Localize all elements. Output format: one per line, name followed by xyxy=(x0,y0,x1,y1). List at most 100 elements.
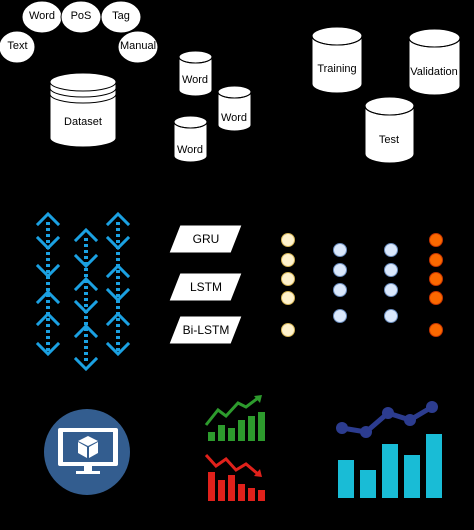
up-bar-4 xyxy=(238,420,245,441)
result-point-4 xyxy=(404,414,416,426)
chevron-3-5 xyxy=(105,311,131,327)
chevron-1-3 xyxy=(35,263,61,279)
down-bar-2 xyxy=(218,480,225,501)
up-bar-3 xyxy=(228,428,235,441)
result-bar-2 xyxy=(360,470,376,498)
bilstm-shape xyxy=(168,315,243,345)
chevron-1-2 xyxy=(35,235,61,251)
node-orange-1 xyxy=(429,233,443,247)
bilstm-label: Bi-LSTM xyxy=(182,323,230,337)
split-cylinders xyxy=(311,26,461,164)
ellipse-pos-label: PoS xyxy=(70,10,92,22)
result-point-1 xyxy=(336,422,348,434)
node-orange-4 xyxy=(429,291,443,305)
chevron-2-4 xyxy=(73,299,99,315)
down-bar-4 xyxy=(238,484,245,501)
up-bar-5 xyxy=(248,416,255,441)
node-blue-a-2 xyxy=(333,263,347,277)
result-bar-1 xyxy=(338,460,354,498)
word-cylinder-1 xyxy=(178,50,213,97)
chevron-3-6 xyxy=(105,341,131,357)
chevron-3-1 xyxy=(105,211,131,227)
chevron-2-1 xyxy=(73,227,99,243)
node-blue-b-4 xyxy=(384,309,398,323)
dataset-cylinder xyxy=(49,72,117,148)
bar-line-chart-icon xyxy=(336,401,442,498)
chevron-1-6 xyxy=(35,341,61,357)
validation-label: Validation xyxy=(410,66,458,78)
word-cylinder-3 xyxy=(173,115,208,163)
gru-shape xyxy=(168,224,243,254)
ellipse-text xyxy=(0,30,36,64)
chevron-2-6 xyxy=(73,356,99,372)
down-bar-1 xyxy=(208,472,215,501)
word-cylinders xyxy=(173,50,252,163)
model-shapes xyxy=(168,224,243,345)
down-bar-3 xyxy=(228,475,235,501)
trend-up-chart-icon xyxy=(204,395,265,441)
annotation-ellipses xyxy=(0,0,159,64)
up-trend-line xyxy=(204,396,259,426)
ellipse-text-label: Text xyxy=(7,40,28,52)
node-yellow-4 xyxy=(281,291,295,305)
down-bar-6 xyxy=(258,490,265,501)
result-point-5 xyxy=(426,401,438,413)
node-blue-a-1 xyxy=(333,243,347,257)
word-label-2: Word xyxy=(220,112,248,124)
word-label-1: Word xyxy=(181,74,209,86)
ellipse-tag-label: Tag xyxy=(112,10,130,22)
lstm-label: LSTM xyxy=(189,280,222,294)
down-bar-5 xyxy=(248,488,255,501)
gru-label: GRU xyxy=(192,232,220,246)
result-bar-3 xyxy=(382,444,398,498)
node-orange-5 xyxy=(429,323,443,337)
node-yellow-1 xyxy=(281,233,295,247)
up-bar-2 xyxy=(218,425,225,441)
ellipse-word-label: Word xyxy=(28,10,56,22)
node-blue-a-4 xyxy=(333,309,347,323)
node-blue-b-1 xyxy=(384,243,398,257)
node-blue-b-3 xyxy=(384,283,398,297)
result-bar-4 xyxy=(404,455,420,498)
lstm-shape xyxy=(168,272,243,302)
node-blue-a-3 xyxy=(333,283,347,297)
word-cylinder-2 xyxy=(217,85,252,132)
result-bar-5 xyxy=(426,434,442,498)
chevron-1-1 xyxy=(35,211,61,227)
result-point-2 xyxy=(360,426,372,438)
word-label-3: Word xyxy=(176,144,204,156)
test-label: Test xyxy=(378,134,400,146)
ellipse-manual xyxy=(117,30,159,64)
node-yellow-5 xyxy=(281,323,295,337)
trend-down-chart-icon xyxy=(204,453,265,501)
result-point-3 xyxy=(382,407,394,419)
test-cylinder xyxy=(364,96,415,164)
training-cylinder xyxy=(311,26,363,94)
up-bar-6 xyxy=(258,412,265,441)
node-yellow-2 xyxy=(281,253,295,267)
chevron-3-4 xyxy=(105,287,131,303)
neural-network-nodes xyxy=(281,233,443,337)
down-arrow-head xyxy=(254,469,262,477)
chevron-3-2 xyxy=(105,235,131,251)
chevron-3-3 xyxy=(105,263,131,279)
node-orange-2 xyxy=(429,253,443,267)
node-yellow-3 xyxy=(281,272,295,286)
node-blue-b-2 xyxy=(384,263,398,277)
down-trend-line xyxy=(204,453,259,476)
node-orange-3 xyxy=(429,272,443,286)
chevron-1-5 xyxy=(35,311,61,327)
chevron-1-4 xyxy=(35,289,61,305)
dotted-chevron-arrows-icon xyxy=(35,211,131,372)
chevron-2-2 xyxy=(73,253,99,269)
validation-cylinder xyxy=(408,28,461,96)
up-bar-1 xyxy=(208,432,215,441)
training-label: Training xyxy=(317,63,357,75)
ellipse-manual-label: Manual xyxy=(119,40,157,52)
dataset-label: Dataset xyxy=(64,116,102,128)
ellipse-tag xyxy=(100,0,142,34)
chevron-2-3 xyxy=(73,276,99,292)
up-arrow-head xyxy=(254,395,262,403)
